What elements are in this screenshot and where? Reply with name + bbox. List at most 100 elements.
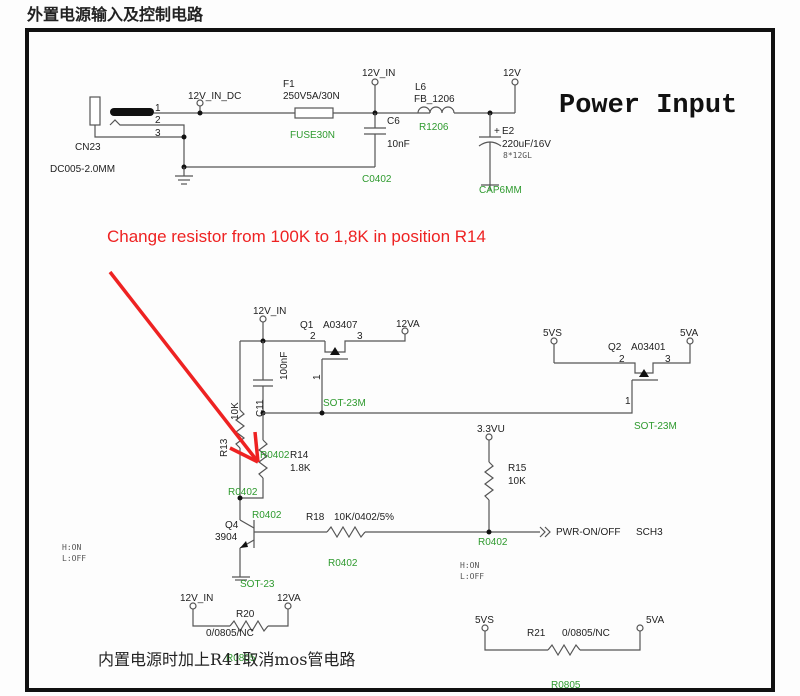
svg-text:3: 3	[357, 331, 363, 342]
port-arrow-icon	[539, 526, 546, 538]
resistor-icon	[484, 461, 494, 501]
resistor-icon	[326, 525, 366, 539]
svg-text:10K: 10K	[508, 476, 526, 487]
net-terminal-icon	[636, 624, 644, 632]
svg-text:CAP6MM: CAP6MM	[479, 185, 522, 196]
resistor-r13[interactable]: 10K R13 R0402	[219, 341, 258, 520]
svg-text:250V5A/30N: 250V5A/30N	[283, 91, 340, 102]
resistor-icon	[547, 643, 581, 657]
svg-text:F1: F1	[283, 79, 295, 90]
svg-text:R18: R18	[306, 512, 325, 523]
net-terminal-icon	[371, 78, 379, 86]
net-port-pwr-on-off[interactable]: PWR-ON/OFF SCH3	[539, 526, 663, 538]
capacitor-c6[interactable]: C6 10nF C0402	[362, 113, 410, 185]
net-12v-in-top: 12V_IN	[362, 68, 395, 79]
resistor-r21[interactable]: 5VS 5VA R21 0/0805/NC R0805	[475, 615, 664, 691]
svg-text:220uF/16V: 220uF/16V	[502, 139, 551, 150]
resistor-icon	[235, 409, 245, 449]
net-12v-in-mid: 12V_IN	[253, 306, 286, 317]
mosfet-q2[interactable]: 5VS 5VA Q2 A03401 2 3 1 SOT-23M	[543, 328, 698, 432]
svg-text:PWR-ON/OFF: PWR-ON/OFF	[556, 527, 620, 538]
mosfet-q1[interactable]: Q1 A03407 12VA 2 3 1 SOT-23M	[300, 319, 420, 416]
resistor-icon	[258, 439, 268, 479]
svg-text:10nF: 10nF	[387, 139, 410, 150]
svg-text:1.8K: 1.8K	[290, 463, 311, 474]
net-12v-in-dc: 12V_IN_DC	[188, 91, 241, 102]
svg-text:R0402: R0402	[228, 487, 258, 498]
svg-text:12VA: 12VA	[277, 593, 301, 604]
svg-text:SCH3: SCH3	[636, 527, 663, 538]
net-5va: 5VA	[680, 328, 698, 339]
svg-text:R20: R20	[236, 609, 255, 620]
svg-text:2: 2	[619, 354, 625, 365]
svg-text:100nF: 100nF	[279, 352, 290, 380]
svg-text:2: 2	[310, 331, 316, 342]
svg-text:8*12GL: 8*12GL	[503, 151, 532, 160]
svg-text:Q2: Q2	[608, 342, 622, 353]
fuse-f1[interactable]: F1 250V5A/30N FUSE30N	[283, 79, 340, 141]
resistor-r18[interactable]: R18 10K/0402/5% R0402	[306, 512, 394, 569]
net-12v: 12V	[503, 68, 521, 79]
capacitor-c11[interactable]: 100nF C11	[253, 341, 290, 417]
svg-text:+: +	[494, 126, 500, 137]
svg-text:1: 1	[625, 396, 631, 407]
svg-text:R0402: R0402	[328, 558, 358, 569]
svg-text:Q1: Q1	[300, 320, 314, 331]
resistor-r20[interactable]: 12V_IN 12VA R20 0/0805/NC R0805	[180, 593, 301, 664]
svg-text:5VS: 5VS	[475, 615, 494, 626]
svg-text:SOT-23: SOT-23	[240, 579, 275, 590]
ground-icon	[175, 167, 193, 185]
svg-text:3904: 3904	[215, 532, 238, 543]
resistor-r15[interactable]: 3.3VU R15 10K R0402	[477, 424, 527, 548]
net-terminal-icon	[550, 337, 558, 345]
svg-text:FB_1206: FB_1206	[414, 94, 455, 105]
logic-note-l-left: L:OFF	[62, 554, 86, 563]
svg-text:10K: 10K	[230, 402, 241, 420]
net-5vs: 5VS	[543, 328, 562, 339]
svg-text:1: 1	[155, 103, 161, 114]
svg-text:L6: L6	[415, 82, 427, 93]
connector-cn23[interactable]: 1 2 3 CN23 DC005-2.0MM	[50, 96, 185, 175]
svg-text:R13: R13	[219, 438, 230, 457]
svg-text:2: 2	[155, 115, 161, 126]
capacitor-e2[interactable]: + E2 220uF/16V 8*12GL CAP6MM	[478, 113, 551, 196]
svg-text:FUSE30N: FUSE30N	[290, 130, 335, 141]
sheet-frame	[25, 28, 775, 692]
svg-text:SOT-23M: SOT-23M	[634, 421, 677, 432]
net-terminal-icon	[259, 315, 267, 323]
change-annotation: Change resistor from 100K to 1,8K in pos…	[107, 227, 486, 246]
svg-text:R0402: R0402	[252, 510, 282, 521]
logic-note-l-right: L:OFF	[460, 572, 484, 581]
transistor-q4[interactable]: Q4 3904 R0402 SOT-23	[215, 510, 282, 590]
svg-text:0/0805/NC: 0/0805/NC	[206, 628, 254, 639]
resistor-icon	[229, 619, 269, 633]
svg-text:R0805: R0805	[226, 653, 256, 664]
svg-text:12V_IN: 12V_IN	[180, 593, 213, 604]
net-3v3u: 3.3VU	[477, 424, 505, 435]
svg-text:R1206: R1206	[419, 122, 449, 133]
svg-text:E2: E2	[502, 126, 515, 137]
logic-note-h-left: H:ON	[62, 543, 81, 552]
svg-text:R0805: R0805	[551, 680, 581, 691]
svg-text:R0402: R0402	[260, 450, 290, 461]
page-title: 外置电源输入及控制电路	[26, 5, 204, 24]
fuse-icon	[294, 107, 334, 119]
footer-note: 内置电源时加上R41取消mos管电路	[98, 650, 355, 669]
net-terminal-icon	[196, 99, 204, 107]
svg-text:5VA: 5VA	[646, 615, 664, 626]
net-terminal-icon	[686, 337, 694, 345]
svg-text:R15: R15	[508, 463, 527, 474]
inductor-l6[interactable]: L6 FB_1206 R1206	[414, 82, 455, 133]
resistor-r14[interactable]: R0402 R14 1.8K	[240, 413, 311, 499]
svg-text:C6: C6	[387, 116, 400, 127]
svg-text:C11: C11	[255, 399, 266, 417]
svg-text:A03407: A03407	[323, 320, 358, 331]
net-terminal-icon	[511, 78, 519, 86]
logic-note-h-right: H:ON	[460, 561, 479, 570]
svg-text:R0402: R0402	[478, 537, 508, 548]
svg-text:3: 3	[665, 354, 671, 365]
jack-pin-icon	[110, 108, 154, 116]
net-terminal-icon	[401, 327, 409, 335]
section-heading: Power Input	[559, 91, 737, 121]
mosfet-diode-icon	[330, 347, 340, 355]
